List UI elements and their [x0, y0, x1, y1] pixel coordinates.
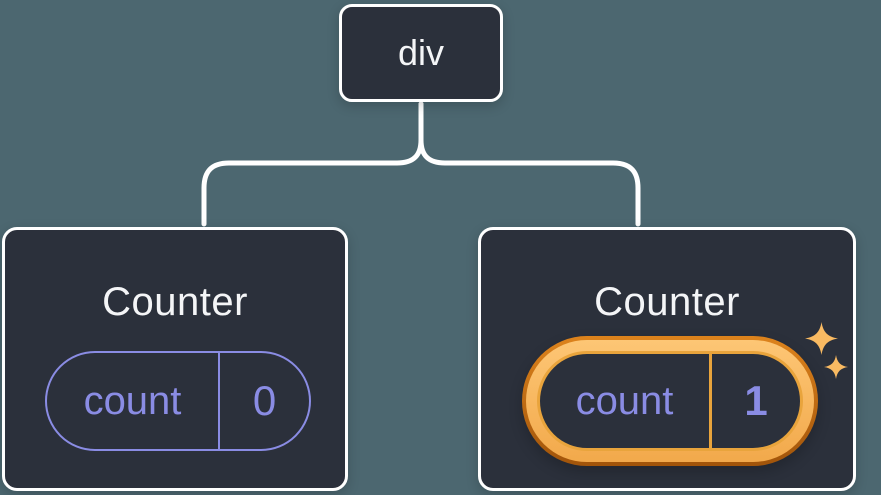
sparkle-star-shape [805, 322, 838, 355]
state-update-highlight-band: count 1 [526, 340, 814, 462]
state-value: 0 [252, 377, 277, 424]
sparkle-icon-small [824, 355, 848, 379]
sparkle-star-shape [824, 355, 848, 379]
connector-right-branch [418, 101, 641, 227]
counter-title: Counter [102, 280, 248, 324]
counter-card-left: Counter count 0 [2, 227, 348, 491]
counter-card-right: Counter count 1 [478, 227, 856, 491]
counter-title: Counter [594, 280, 740, 324]
state-update-highlight-ring: count 1 [522, 336, 818, 466]
state-pill-highlighted: count 1 [537, 351, 803, 451]
state-value: 1 [744, 377, 768, 424]
root-node-div: div [339, 4, 503, 102]
state-name: count [540, 354, 712, 448]
sparkle-icon-large [805, 322, 838, 355]
state-pill: count 0 [45, 351, 311, 451]
state-name: count [47, 353, 220, 449]
root-node-label: div [397, 32, 445, 73]
connector-left-branch [201, 101, 424, 227]
